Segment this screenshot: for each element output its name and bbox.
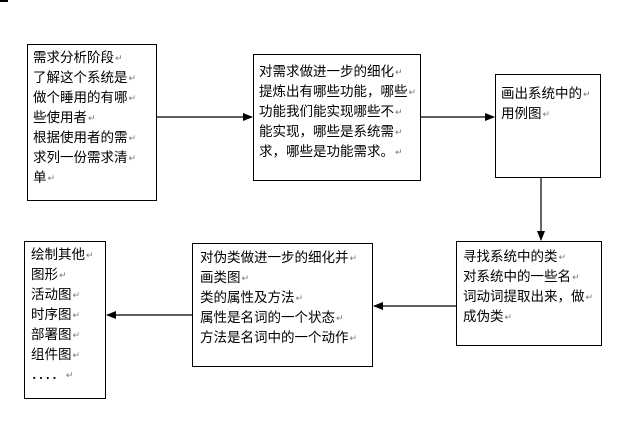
line-text: 对系统中的一些名 bbox=[463, 269, 571, 285]
paragraph-mark-icon: ↵ bbox=[585, 293, 594, 303]
paragraph-mark-icon: ↵ bbox=[72, 331, 81, 341]
box-text-line: 对系统中的一些名↵ bbox=[463, 268, 601, 288]
line-text: 提炼出有哪些功能，哪些 bbox=[259, 84, 408, 100]
box-text-line: 方法是名词中的一个动作↵ bbox=[200, 329, 372, 349]
box-text-line: 能实现，哪些是系统需↵ bbox=[259, 123, 420, 143]
line-text: 对伪类做进一步的细化并 bbox=[200, 250, 349, 266]
line-text: 寻找系统中的类 bbox=[463, 249, 558, 265]
box-text-line: 单↵ bbox=[33, 169, 156, 189]
box-requirements-analysis: 需求分析阶段↵了解这个系统是↵做个睡用的有哪↵些使用者↵根据使用者的需↵求列一份… bbox=[27, 44, 157, 201]
line-text: 词动词提取出来，做 bbox=[463, 289, 585, 305]
box-text-line: 根据使用者的需↵ bbox=[33, 129, 156, 149]
box-text-line: ．．．．↵ bbox=[31, 366, 105, 386]
paragraph-mark-icon: ↵ bbox=[72, 311, 81, 321]
box-text-line: 对需求做进一步的细化↵ bbox=[259, 63, 420, 83]
line-text: 求列一份需求清 bbox=[33, 150, 128, 166]
line-text: 做个睡用的有哪 bbox=[33, 90, 128, 106]
box-text-line: 求，哪些是功能需求。↵ bbox=[259, 143, 420, 163]
box-refine-requirements: 对需求做进一步的细化↵提炼出有哪些功能，哪些↵功能我们能实现哪些不↵能实现，哪些… bbox=[253, 54, 421, 181]
box-text-line: 图形↵ bbox=[31, 266, 105, 286]
line-text: 类的属性及方法 bbox=[200, 290, 295, 306]
box-text-line: 做个睡用的有哪↵ bbox=[33, 89, 156, 109]
paragraph-mark-icon: ↵ bbox=[128, 154, 137, 164]
box-text-line: 提炼出有哪些功能，哪些↵ bbox=[259, 83, 420, 103]
line-text: 需求分析阶段 bbox=[33, 50, 114, 66]
line-text: 图形 bbox=[31, 267, 58, 283]
line-text: 方法是名词中的一个动作 bbox=[200, 330, 349, 346]
paragraph-mark-icon: ↵ bbox=[349, 254, 358, 264]
line-text: 组件图 bbox=[31, 347, 72, 363]
line-text: 功能我们能实现哪些不 bbox=[259, 104, 394, 120]
box-text-line: 绘制其他↵ bbox=[31, 246, 105, 266]
paragraph-mark-icon: ↵ bbox=[542, 110, 551, 120]
paragraph-mark-icon: ↵ bbox=[349, 334, 358, 344]
paragraph-mark-icon: ↵ bbox=[72, 291, 81, 301]
paragraph-mark-icon: ↵ bbox=[47, 174, 56, 184]
paragraph-mark-icon: ↵ bbox=[295, 294, 304, 304]
box-text-line: 属性是名词的一个状态↵ bbox=[200, 309, 372, 329]
box-use-case-diagram: 画出系统中的↵用例图↵ bbox=[495, 74, 601, 178]
paragraph-mark-icon: ↵ bbox=[558, 253, 567, 263]
paragraph-mark-icon: ↵ bbox=[128, 134, 137, 144]
paragraph-mark-icon: ↵ bbox=[241, 274, 250, 284]
paragraph-mark-icon: ↵ bbox=[572, 273, 580, 283]
box-class-diagram: 对伪类做进一步的细化并↵画类图↵类的属性及方法↵属性是名词的一个状态↵方法是名词… bbox=[192, 243, 373, 367]
box-text-line: 类的属性及方法↵ bbox=[200, 289, 372, 309]
box-text-line: 些使用者↵ bbox=[33, 109, 156, 129]
line-text: 成伪类 bbox=[463, 309, 504, 325]
line-text: 画类图 bbox=[200, 270, 241, 286]
line-text: ．．．． bbox=[31, 367, 65, 383]
paragraph-mark-icon: ↵ bbox=[88, 114, 96, 124]
line-text: 绘制其他 bbox=[31, 247, 85, 263]
paragraph-mark-icon: ↵ bbox=[128, 94, 137, 104]
line-text: 属性是名词的一个状态 bbox=[200, 310, 335, 326]
box-text-line: 成伪类↵ bbox=[463, 308, 601, 328]
box-text-line: 寻找系统中的类↵ bbox=[463, 248, 601, 268]
paragraph-mark-icon: ↵ bbox=[59, 271, 67, 281]
paragraph-mark-icon: ↵ bbox=[583, 90, 591, 100]
line-text: 些使用者 bbox=[33, 110, 87, 126]
line-text: 对需求做进一步的细化 bbox=[259, 64, 394, 80]
paragraph-mark-icon: ↵ bbox=[128, 74, 137, 84]
box-text-line: 画出系统中的↵ bbox=[501, 85, 600, 105]
box-text-line: 画类图↵ bbox=[200, 269, 372, 289]
paragraph-mark-icon: ↵ bbox=[408, 88, 417, 98]
top-edge-mark bbox=[0, 0, 8, 2]
box-text-line: 需求分析阶段↵ bbox=[33, 49, 156, 69]
box-text-line: 部署图↵ bbox=[31, 326, 105, 346]
box-text-line: 词动词提取出来，做↵ bbox=[463, 288, 601, 308]
line-text: 活动图 bbox=[31, 287, 72, 303]
line-text: 根据使用者的需 bbox=[33, 130, 128, 146]
line-text: 用例图 bbox=[501, 106, 542, 122]
box-text-line: 用例图↵ bbox=[501, 105, 600, 125]
paragraph-mark-icon: ↵ bbox=[86, 251, 94, 261]
line-text: 部署图 bbox=[31, 327, 72, 343]
line-text: 时序图 bbox=[31, 307, 72, 323]
box-text-line: 对伪类做进一步的细化并↵ bbox=[200, 249, 372, 269]
paragraph-mark-icon: ↵ bbox=[504, 313, 513, 323]
box-other-diagrams: 绘制其他↵图形↵活动图↵时序图↵部署图↵组件图↵．．．．↵ bbox=[24, 241, 106, 399]
paragraph-mark-icon: ↵ bbox=[336, 314, 344, 324]
paragraph-mark-icon: ↵ bbox=[395, 108, 403, 118]
paragraph-mark-icon: ↵ bbox=[395, 128, 403, 138]
line-text: 了解这个系统是 bbox=[33, 70, 128, 86]
paragraph-mark-icon: ↵ bbox=[65, 371, 74, 381]
box-text-line: 活动图↵ bbox=[31, 286, 105, 306]
box-find-classes: 寻找系统中的类↵对系统中的一些名↵词动词提取出来，做↵成伪类↵ bbox=[456, 241, 602, 346]
box-text-line: 时序图↵ bbox=[31, 306, 105, 326]
line-text: 求，哪些是功能需求。 bbox=[259, 144, 394, 160]
paragraph-mark-icon: ↵ bbox=[115, 54, 123, 64]
line-text: 画出系统中的 bbox=[501, 86, 582, 102]
paragraph-mark-icon: ↵ bbox=[395, 68, 403, 78]
box-text-line: 了解这个系统是↵ bbox=[33, 69, 156, 89]
paragraph-mark-icon: ↵ bbox=[395, 148, 403, 158]
box-text-line: 组件图↵ bbox=[31, 346, 105, 366]
box-text-line: 功能我们能实现哪些不↵ bbox=[259, 103, 420, 123]
line-text: 能实现，哪些是系统需 bbox=[259, 124, 394, 140]
paragraph-mark-icon: ↵ bbox=[72, 351, 81, 361]
line-text: 单 bbox=[33, 170, 47, 186]
box-text-line: 求列一份需求清↵ bbox=[33, 149, 156, 169]
